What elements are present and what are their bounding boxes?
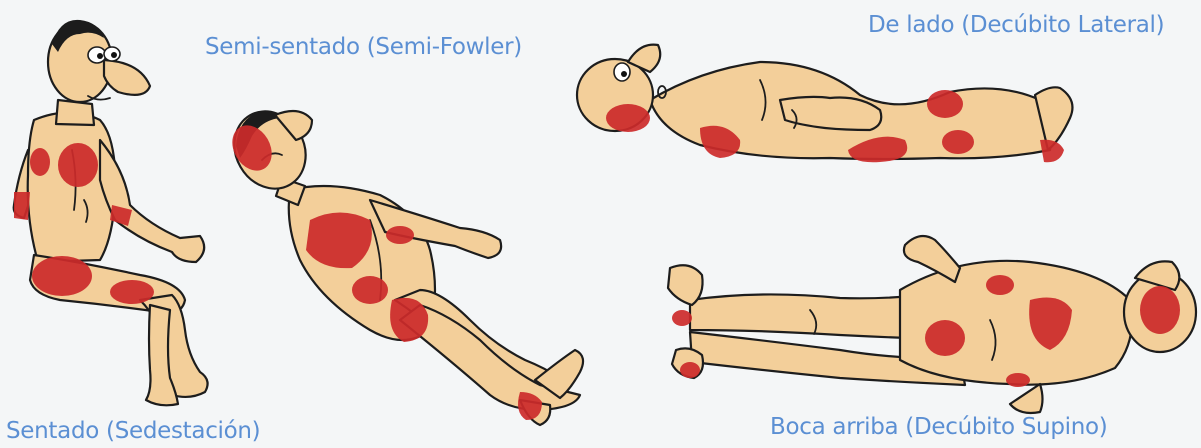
figure-sitting <box>14 20 208 405</box>
figure-semi-fowler <box>221 98 583 425</box>
figure-lateral <box>577 45 1072 163</box>
figure-supine <box>668 236 1196 413</box>
